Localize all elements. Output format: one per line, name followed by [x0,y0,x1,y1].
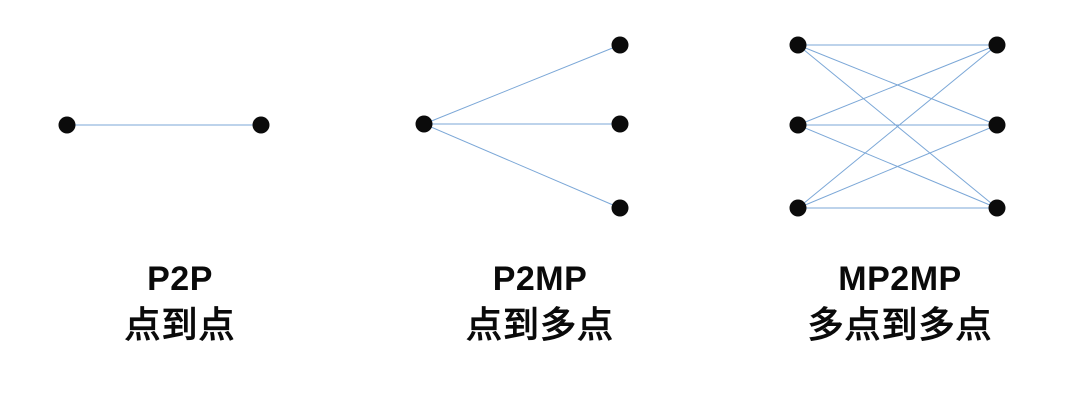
graph-edge [797,124,998,209]
graph-mp2mp-svg [789,36,1006,217]
graph-node [415,115,433,133]
graph-node [988,36,1006,54]
label-block-mp2mp: MP2MP 多点到多点 [720,258,1080,348]
graph-node [252,116,270,134]
label-zh-p2p: 点到点 [124,304,236,345]
label-en-p2mp: P2MP [492,260,588,298]
graph-p2p [0,0,360,250]
label-en-p2p: P2P [147,260,213,298]
graph-node [789,116,807,134]
topology-panel-mp2mp: MP2MP 多点到多点 [720,0,1080,413]
graph-node [789,36,807,54]
graph-node [611,115,629,133]
label-zh-mp2mp: 多点到多点 [807,304,993,345]
node-group-p2mp [415,36,629,217]
graph-edge [797,44,998,209]
graph-node [988,199,1006,217]
graph-node [58,116,76,134]
graph-p2mp [360,0,720,250]
graph-p2mp-svg [415,36,629,217]
edge-group-mp2mp [797,44,998,209]
graph-node [611,36,629,54]
graph-node [611,199,629,217]
node-group-p2p [58,116,270,134]
label-block-p2p: P2P 点到点 [0,258,360,348]
graph-edge [797,44,998,126]
label-en-mp2mp: MP2MP [838,260,962,298]
graph-edge [423,123,621,209]
graph-mp2mp [720,0,1080,250]
edge-group-p2mp [423,44,621,209]
topology-panel-p2p: P2P 点到点 [0,0,360,413]
graph-p2p-svg [58,116,270,134]
label-zh-p2mp: 点到多点 [465,304,614,345]
graph-edge [423,44,621,125]
node-group-mp2mp [789,36,1006,217]
graph-node [988,116,1006,134]
topology-panel-p2mp: P2MP 点到多点 [360,0,720,413]
graph-node [789,199,807,217]
label-block-p2mp: P2MP 点到多点 [360,258,720,348]
